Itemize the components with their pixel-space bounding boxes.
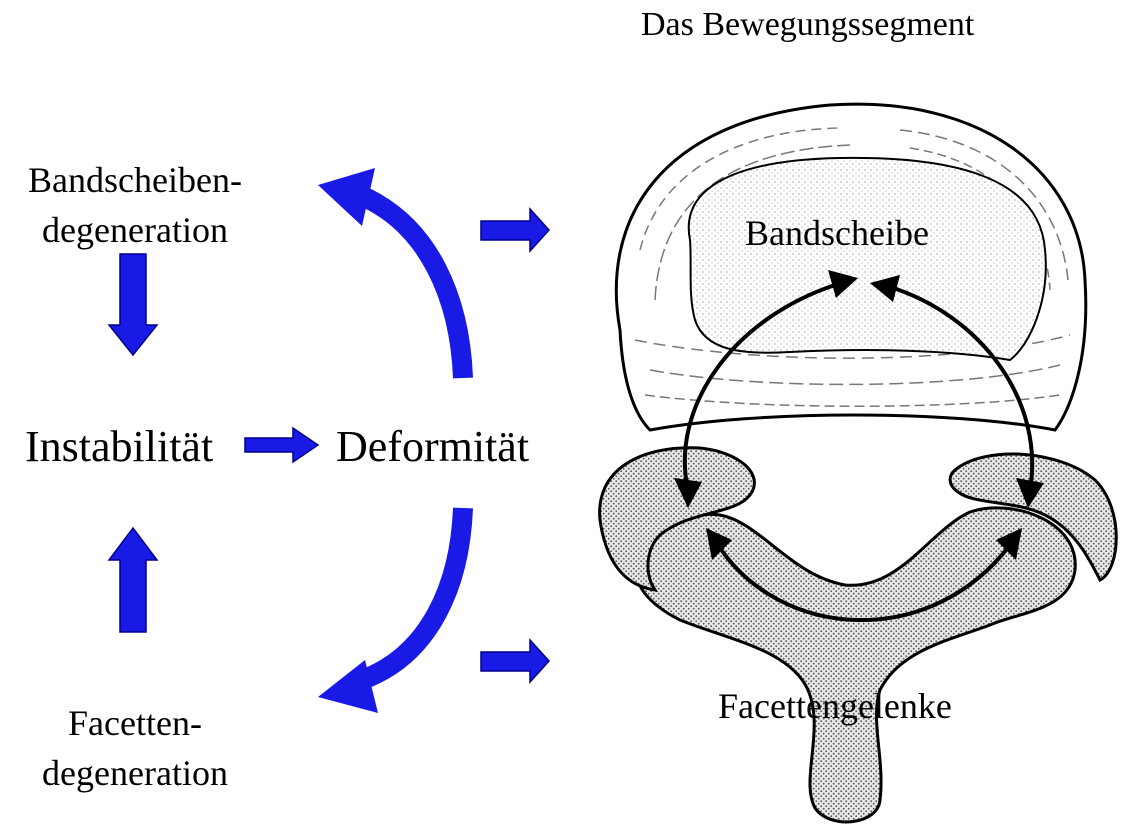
label-instability: Instabilität bbox=[25, 425, 213, 469]
label-facet-degeneration-line2: degeneration bbox=[0, 755, 270, 791]
label-disc-degeneration-line1: Bandscheiben- bbox=[0, 162, 270, 198]
label-disc-degeneration-line2: degeneration bbox=[0, 212, 270, 248]
vertebral-arch bbox=[635, 508, 1076, 822]
disc-nucleus bbox=[689, 158, 1046, 360]
diagram-title: Das Bewegungssegment bbox=[641, 8, 974, 42]
label-disc: Bandscheibe bbox=[745, 215, 929, 251]
label-deformity: Deformität bbox=[336, 425, 529, 469]
label-facet-degeneration-line1: Facetten- bbox=[0, 705, 270, 741]
label-facet-joints: Facettengelenke bbox=[718, 688, 952, 724]
